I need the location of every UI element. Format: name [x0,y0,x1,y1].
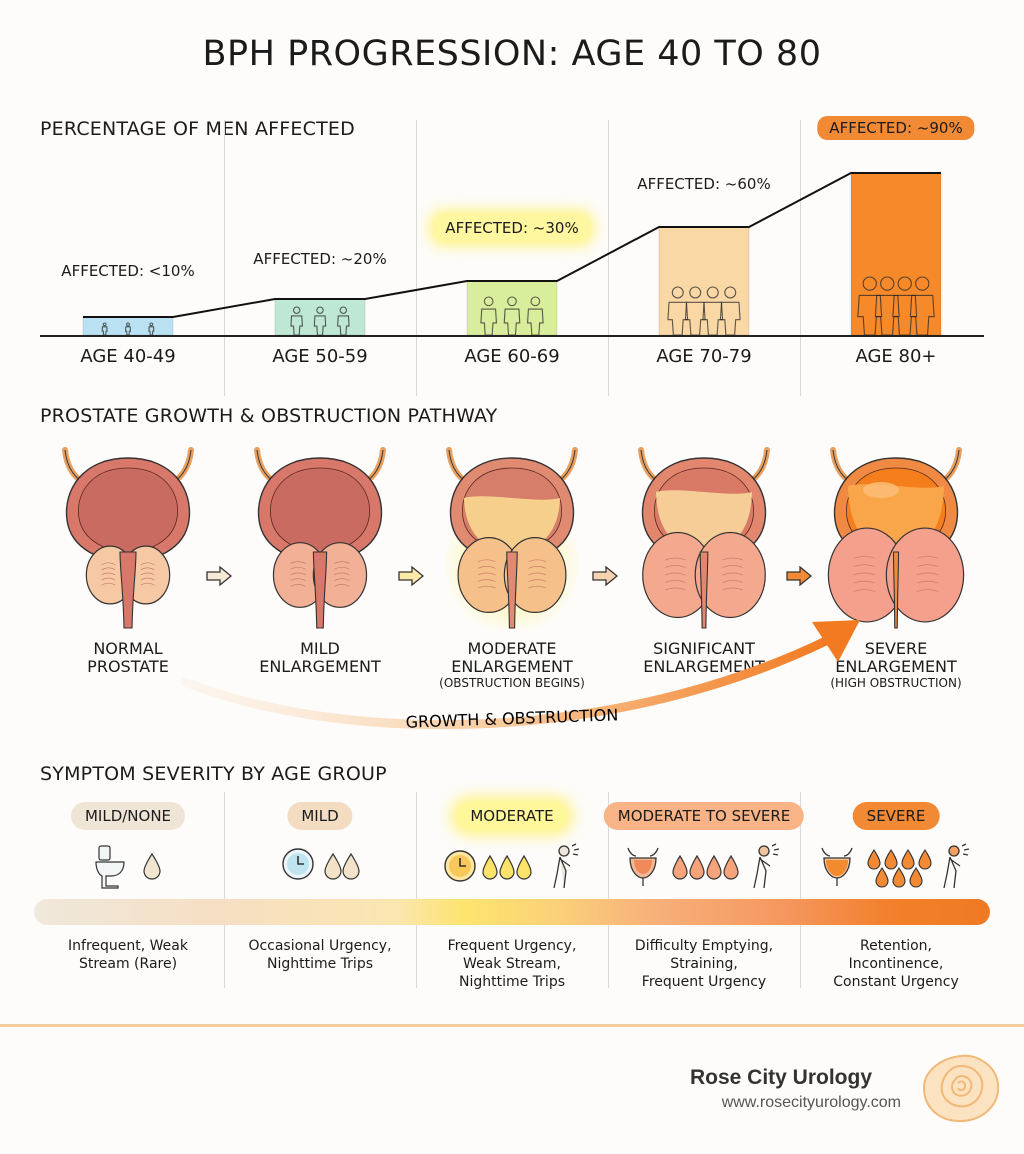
brand-name: Rose City Urology [689,1066,872,1089]
bar-data-label: AFFECTED: ~20% [253,250,387,268]
bar-data-label: AFFECTED: <10% [61,262,195,280]
stage-illustration [427,440,597,635]
drop-icon [482,854,498,880]
section-title-pathway: PROSTATE GROWTH & OBSTRUCTION PATHWAY [40,405,498,427]
symptom-description: Retention,Incontinence,Constant Urgency [833,938,959,990]
affected-chart [82,172,942,336]
person-icon [943,843,970,889]
right-arrow-icon [398,566,424,586]
drop-icon [499,854,515,880]
age-label: AGE 70-79 [656,346,752,367]
bar-age-50-59 [274,298,366,336]
column-divider [608,792,609,988]
age-label: AGE 80+ [855,346,937,367]
bladder-icon [627,847,659,886]
column-divider [800,120,801,396]
chart-baseline [40,335,984,337]
bar-data-label: AFFECTED: ~60% [637,175,771,193]
right-arrow-icon [206,566,232,586]
bar-data-label: AFFECTED: ~30% [435,216,589,240]
drop-icon [884,849,898,870]
bar-age-80- [850,172,942,336]
severity-pill: MILD/NONE [70,802,186,830]
symptom-description: Difficulty Emptying,Straining,Frequent U… [634,938,774,990]
column-divider [416,792,417,988]
clock-icon [444,850,476,882]
toilet-icon [95,845,125,889]
age-label: AGE 40-49 [80,346,176,367]
stage-illustration [619,440,789,630]
bar-data-label: AFFECTED: ~90% [817,116,975,140]
drop-icon [689,854,705,880]
symptom-description: Occasional Urgency,Nighttime Trips [248,938,392,972]
person-icon [753,843,780,889]
severity-pill: MODERATE [456,802,568,830]
section-title-symptoms: SYMPTOM SEVERITY BY AGE GROUP [40,763,387,785]
stage-illustration [811,440,981,630]
drop-icon [516,854,532,880]
growth-arrow-label: GROWTH & OBSTRUCTION [405,705,618,731]
symptom-description: Frequent Urgency,Weak Stream,Nighttime T… [447,938,577,990]
drop-icon [918,849,932,870]
drop-icon [672,854,688,880]
severity-pill: MODERATE TO SEVERE [603,802,805,830]
trend-line [83,172,941,318]
stage-illustration [43,440,213,630]
bar-age-70-79 [658,226,750,336]
drop-icon [875,867,889,888]
age-label: AGE 50-59 [272,346,368,367]
page-title: BPH PROGRESSION: AGE 40 TO 80 [202,34,822,74]
growth-arrow: GROWTH & OBSTRUCTION [180,620,860,732]
drop-icon [867,849,881,870]
rose-logo-icon [922,1054,1000,1123]
drop-icon [909,867,923,888]
column-divider [416,120,417,396]
drop-icon [901,849,915,870]
stage-illustration [235,440,405,630]
person-icon [553,843,580,889]
column-divider [800,792,801,988]
right-arrow-icon [786,566,812,586]
drop-icon [342,852,360,880]
clock-icon [282,848,314,880]
column-divider [224,792,225,988]
age-label: AGE 60-69 [464,346,560,367]
drop-icon [723,854,739,880]
column-divider [608,120,609,396]
brand-url[interactable]: www.rosecityurology.com [721,1094,901,1111]
drop-icon [324,852,342,880]
bladder-icon [821,847,853,886]
severity-icons [95,843,970,889]
severity-pill: SEVERE [852,802,940,830]
drop-icon [143,852,161,880]
bar-age-60-69 [466,280,558,336]
drop-icon [706,854,722,880]
severity-gradient-bar [34,899,990,925]
section-title-affected: PERCENTAGE OF MEN AFFECTED [40,118,355,140]
drop-icon [892,867,906,888]
severity-pill: MILD [287,802,353,830]
column-divider [224,120,225,396]
right-arrow-icon [592,566,618,586]
footer-divider [0,1024,1024,1027]
